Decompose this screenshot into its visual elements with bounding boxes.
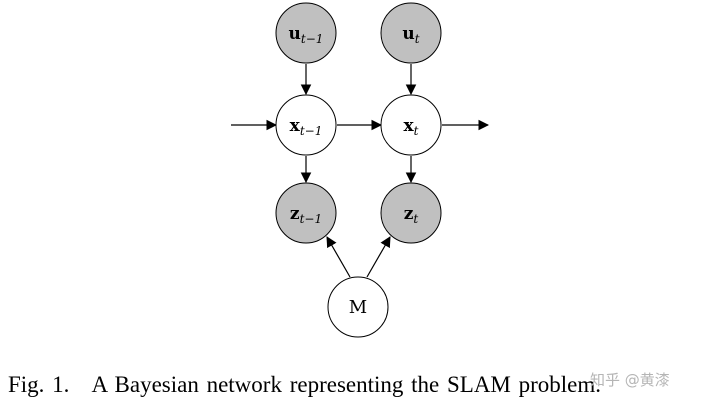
svg-text:zt−1: zt−1	[290, 204, 322, 226]
node-x-prev-main: x	[290, 116, 301, 136]
svg-text:M: M	[349, 297, 367, 318]
node-u-prev-sub: t−1	[301, 32, 324, 46]
node-z-curr-sub: t	[413, 212, 418, 226]
node-u-curr-sub: t	[415, 32, 420, 46]
svg-text:xt: xt	[404, 116, 419, 138]
node-z-prev: zt−1	[275, 182, 337, 244]
node-u-prev-main: u	[289, 24, 301, 44]
figure-caption: Fig. 1. A Bayesian network representing t…	[8, 372, 601, 398]
node-map: M	[327, 276, 389, 338]
node-map-circle	[327, 276, 389, 338]
node-u-prev-circle	[275, 2, 337, 64]
node-u-curr-main: u	[402, 24, 414, 44]
edge-map-to-z-curr	[366, 236, 391, 278]
svg-text:ut: ut	[402, 24, 419, 46]
svg-text:ut−1: ut−1	[289, 24, 324, 46]
node-z-curr-main: z	[404, 204, 414, 224]
node-x-prev: xt−1	[275, 94, 337, 156]
node-u-prev: ut−1	[275, 2, 337, 64]
node-x-curr: xt	[380, 94, 442, 156]
edge-map-to-z-prev	[326, 236, 351, 278]
node-z-curr: zt	[380, 182, 442, 244]
svg-text:xt−1: xt−1	[290, 116, 323, 138]
node-x-prev-circle	[275, 94, 337, 156]
figure-caption-text: A Bayesian network representing the SLAM…	[91, 372, 602, 397]
bayesian-network-diagram: ut−1 ut xt−1 xt zt−1 zt M	[231, 2, 490, 338]
node-x-curr-circle	[380, 94, 442, 156]
node-z-curr-circle	[380, 182, 442, 244]
node-z-prev-circle	[275, 182, 337, 244]
svg-text:zt: zt	[404, 204, 419, 226]
node-u-curr: ut	[380, 2, 442, 64]
node-x-prev-sub: t−1	[300, 124, 323, 138]
figure-number: Fig. 1.	[8, 372, 70, 397]
node-x-curr-sub: t	[414, 124, 419, 138]
node-map-main: M	[349, 297, 367, 318]
node-z-prev-main: z	[290, 204, 300, 224]
edges	[231, 64, 490, 278]
node-u-curr-circle	[380, 2, 442, 64]
node-z-prev-sub: t−1	[300, 212, 323, 226]
node-x-curr-main: x	[404, 116, 415, 136]
watermark: 知乎 @黄漆	[590, 371, 670, 389]
